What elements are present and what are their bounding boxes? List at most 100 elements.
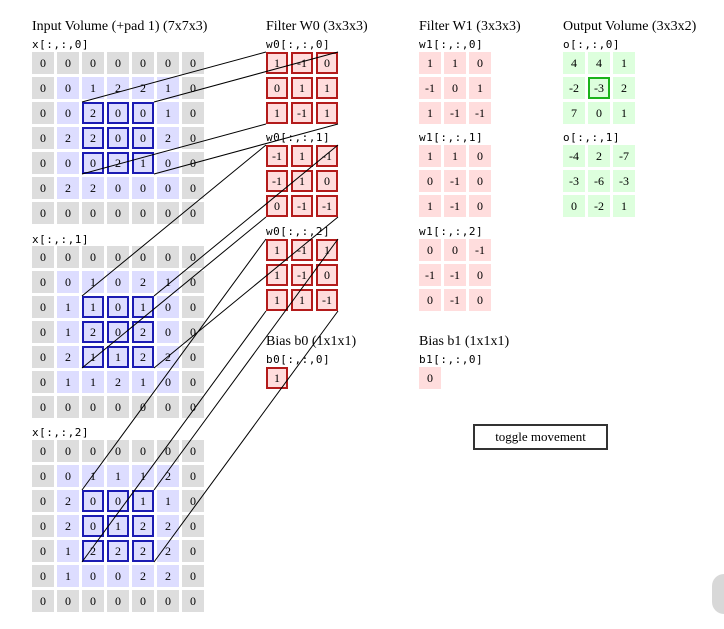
scroll-handle-icon: [712, 574, 724, 614]
input-cell: 0: [182, 202, 204, 224]
input-cell: 0: [57, 52, 79, 74]
input-cell: 0: [182, 321, 204, 343]
input-cell: 1: [82, 465, 104, 487]
input-cell: 2: [107, 77, 129, 99]
output-cell: 2: [588, 145, 610, 167]
input-cell: 0: [57, 440, 79, 462]
input-cell: 0: [82, 440, 104, 462]
input-cell: 2: [57, 490, 79, 512]
w0-cell: 1: [291, 170, 313, 192]
filter-w0-title: Filter W0 (3x3x3): [266, 19, 368, 34]
w0-cell: -1: [291, 195, 313, 217]
w1-cell: 0: [444, 77, 466, 99]
w1-cell: 0: [469, 52, 491, 74]
w1-cell: 0: [469, 195, 491, 217]
input-cell: 2: [107, 371, 129, 393]
input-cell: 0: [157, 296, 179, 318]
w1-cell: 1: [469, 77, 491, 99]
input-slice-2-label: x[:,:,2]: [32, 426, 89, 439]
bias-b1-label: b1[:,:,0]: [419, 353, 484, 366]
input-cell: 2: [157, 515, 179, 537]
w0-cell: 1: [316, 102, 338, 124]
input-cell: 0: [32, 296, 54, 318]
w1-cell: 1: [419, 102, 441, 124]
w1-cell: 0: [469, 289, 491, 311]
w1-cell: 1: [444, 52, 466, 74]
input-cell: 0: [182, 565, 204, 587]
input-cell: 0: [32, 440, 54, 462]
w1-cell: 0: [469, 170, 491, 192]
w0-slice-2-label: w0[:,:,2]: [266, 225, 331, 238]
w0-cell: -1: [266, 170, 288, 192]
w0-cell: 1: [291, 289, 313, 311]
input-cell: 0: [107, 396, 129, 418]
input-cell: 1: [132, 465, 154, 487]
input-cell: 0: [82, 152, 104, 174]
input-cell: 0: [182, 540, 204, 562]
input-cell: 2: [57, 177, 79, 199]
input-cell: 0: [107, 127, 129, 149]
input-cell: 0: [132, 590, 154, 612]
w0-cell: 1: [316, 239, 338, 261]
input-cell: 0: [32, 202, 54, 224]
output-cell: 1: [613, 102, 635, 124]
input-cell: 0: [82, 52, 104, 74]
w0-cell: 1: [266, 264, 288, 286]
toggle-movement-button[interactable]: toggle movement: [473, 424, 608, 450]
input-cell: 0: [182, 346, 204, 368]
input-cell: 1: [57, 540, 79, 562]
w1-cell: 0: [419, 289, 441, 311]
input-cell: 2: [132, 565, 154, 587]
output-cell: 4: [563, 52, 585, 74]
input-cell: 1: [157, 102, 179, 124]
bias-b1-title: Bias b1 (1x1x1): [419, 334, 510, 349]
input-cell: 0: [32, 565, 54, 587]
input-cell: 0: [32, 321, 54, 343]
input-cell: 0: [132, 440, 154, 462]
w0-cell: -1: [291, 264, 313, 286]
input-cell: 0: [182, 296, 204, 318]
input-cell: 2: [82, 102, 104, 124]
input-cell: 2: [132, 321, 154, 343]
output-cell: -2: [563, 77, 585, 99]
input-cell: 0: [32, 465, 54, 487]
input-cell: 0: [82, 490, 104, 512]
input-cell: 2: [132, 271, 154, 293]
input-cell: 0: [32, 177, 54, 199]
input-cell: 1: [57, 296, 79, 318]
output-slice-1-label: o[:,:,1]: [563, 131, 620, 144]
input-cell: 0: [32, 590, 54, 612]
input-cell: 2: [82, 177, 104, 199]
w1-cell: -1: [469, 239, 491, 261]
input-cell: 0: [182, 590, 204, 612]
output-cell: -3: [563, 170, 585, 192]
output-cell: 2: [613, 77, 635, 99]
input-cell: 1: [157, 271, 179, 293]
input-cell: 0: [157, 440, 179, 462]
w1-slice-0-label: w1[:,:,0]: [419, 38, 484, 51]
w0-cell: -1: [291, 102, 313, 124]
input-cell: 1: [57, 371, 79, 393]
input-cell: 0: [82, 396, 104, 418]
input-cell: 1: [82, 77, 104, 99]
w0-slice-0-label: w0[:,:,0]: [266, 38, 331, 51]
w1-cell: -1: [444, 102, 466, 124]
input-cell: 0: [182, 52, 204, 74]
input-cell: 0: [132, 102, 154, 124]
output-cell: -3: [613, 170, 635, 192]
w0-bias-cell: 1: [266, 367, 288, 389]
input-cell: 0: [157, 246, 179, 268]
input-cell: 2: [157, 565, 179, 587]
w1-slice-1-label: w1[:,:,1]: [419, 131, 484, 144]
input-cell: 0: [132, 127, 154, 149]
input-cell: 2: [107, 540, 129, 562]
w0-cell: 0: [316, 52, 338, 74]
input-cell: 2: [157, 465, 179, 487]
input-cell: 0: [182, 396, 204, 418]
input-cell: 0: [82, 515, 104, 537]
input-cell: 0: [57, 271, 79, 293]
input-cell: 0: [182, 271, 204, 293]
input-cell: 1: [132, 371, 154, 393]
input-cell: 0: [107, 52, 129, 74]
input-cell: 2: [107, 152, 129, 174]
